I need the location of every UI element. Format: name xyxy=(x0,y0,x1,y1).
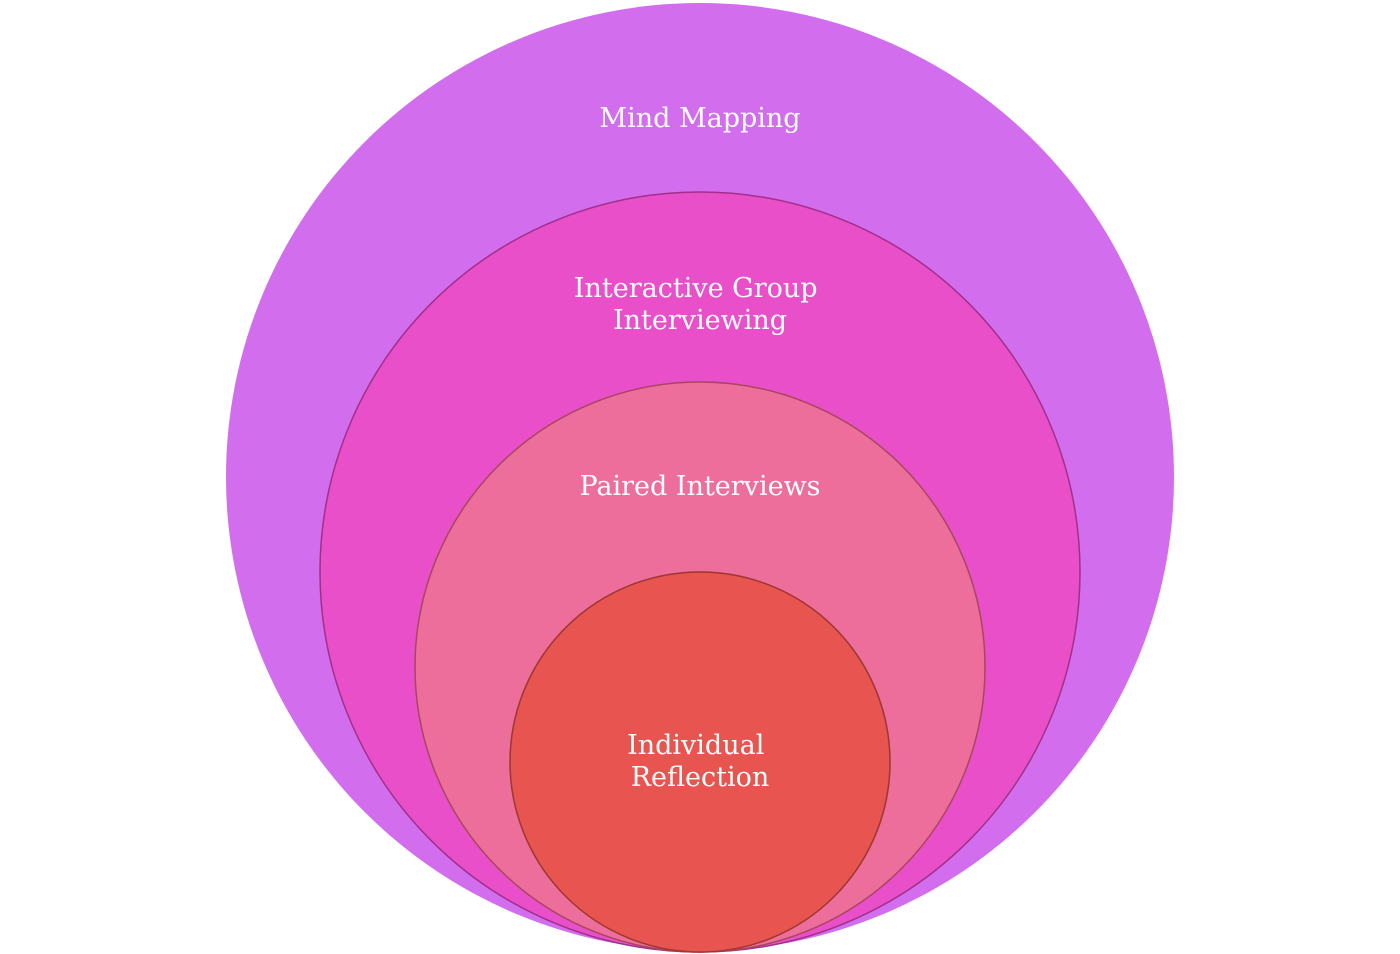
paired-interviews-label: Paired Interviews xyxy=(579,471,820,502)
interactive-group-interviewing-label: Interactive Group Interviewing xyxy=(574,273,826,336)
mind-mapping-label: Mind Mapping xyxy=(599,103,800,134)
layer-individual-reflection: Individual Reflection xyxy=(509,571,891,953)
individual-reflection-circle xyxy=(509,571,891,953)
individual-reflection-label: Individual Reflection xyxy=(627,730,773,793)
